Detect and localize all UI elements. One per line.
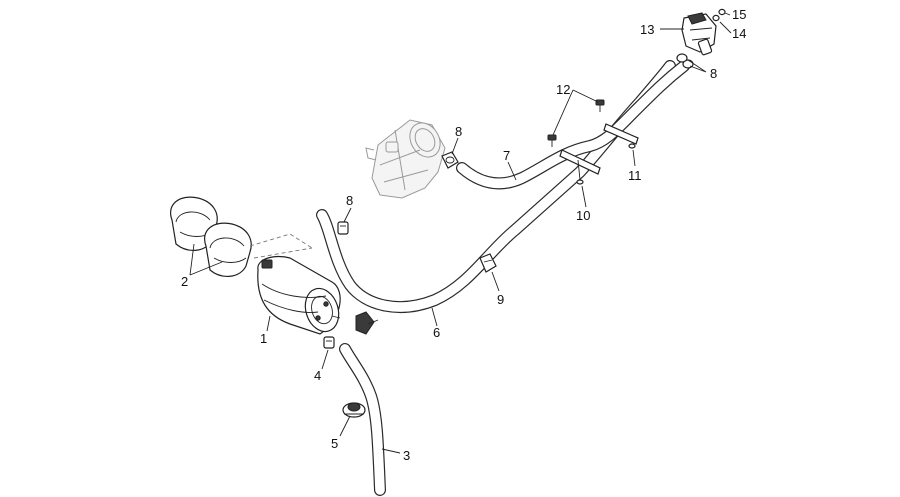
throttle-body-ghost (365, 119, 446, 199)
small-clamp-canister (337, 221, 349, 235)
lower-hose (339, 343, 386, 496)
hose-to-throttle (456, 60, 690, 190)
callout-labels: 1 2 3 4 5 6 7 8 8 8 9 10 11 12 13 14 15 (181, 7, 746, 463)
hose-bracket (559, 149, 601, 185)
callout-8: 8 (710, 66, 717, 81)
callout-5: 5 (331, 436, 338, 451)
leader-lines (189, 12, 732, 454)
callout-12: 12 (556, 82, 570, 97)
callout-1: 1 (260, 331, 267, 346)
hose-connector (355, 311, 379, 335)
assembly-guides (249, 233, 313, 259)
callout-9: 9 (497, 292, 504, 307)
callout-3: 3 (403, 448, 410, 463)
canister (257, 255, 341, 335)
hose-clip (342, 402, 366, 418)
small-clamp-mid (479, 253, 497, 273)
callout-10: 10 (576, 208, 590, 223)
callout-6: 6 (433, 325, 440, 340)
washer-nut (712, 8, 726, 22)
small-clamp-throttle (441, 151, 459, 169)
clamp-pair (170, 196, 252, 277)
callout-8: 8 (346, 193, 353, 208)
callout-11: 11 (628, 168, 642, 183)
callout-13: 13 (640, 22, 654, 37)
purge-valve (681, 12, 717, 56)
callout-15: 15 (732, 7, 746, 22)
callout-4: 4 (314, 368, 321, 383)
callout-7: 7 (503, 148, 510, 163)
callout-8: 8 (455, 124, 462, 139)
screw-pair (547, 99, 605, 147)
hose-bracket-upper (603, 123, 639, 149)
small-clamp-lower (323, 336, 335, 349)
callout-2: 2 (181, 274, 188, 289)
callout-14: 14 (732, 26, 746, 41)
